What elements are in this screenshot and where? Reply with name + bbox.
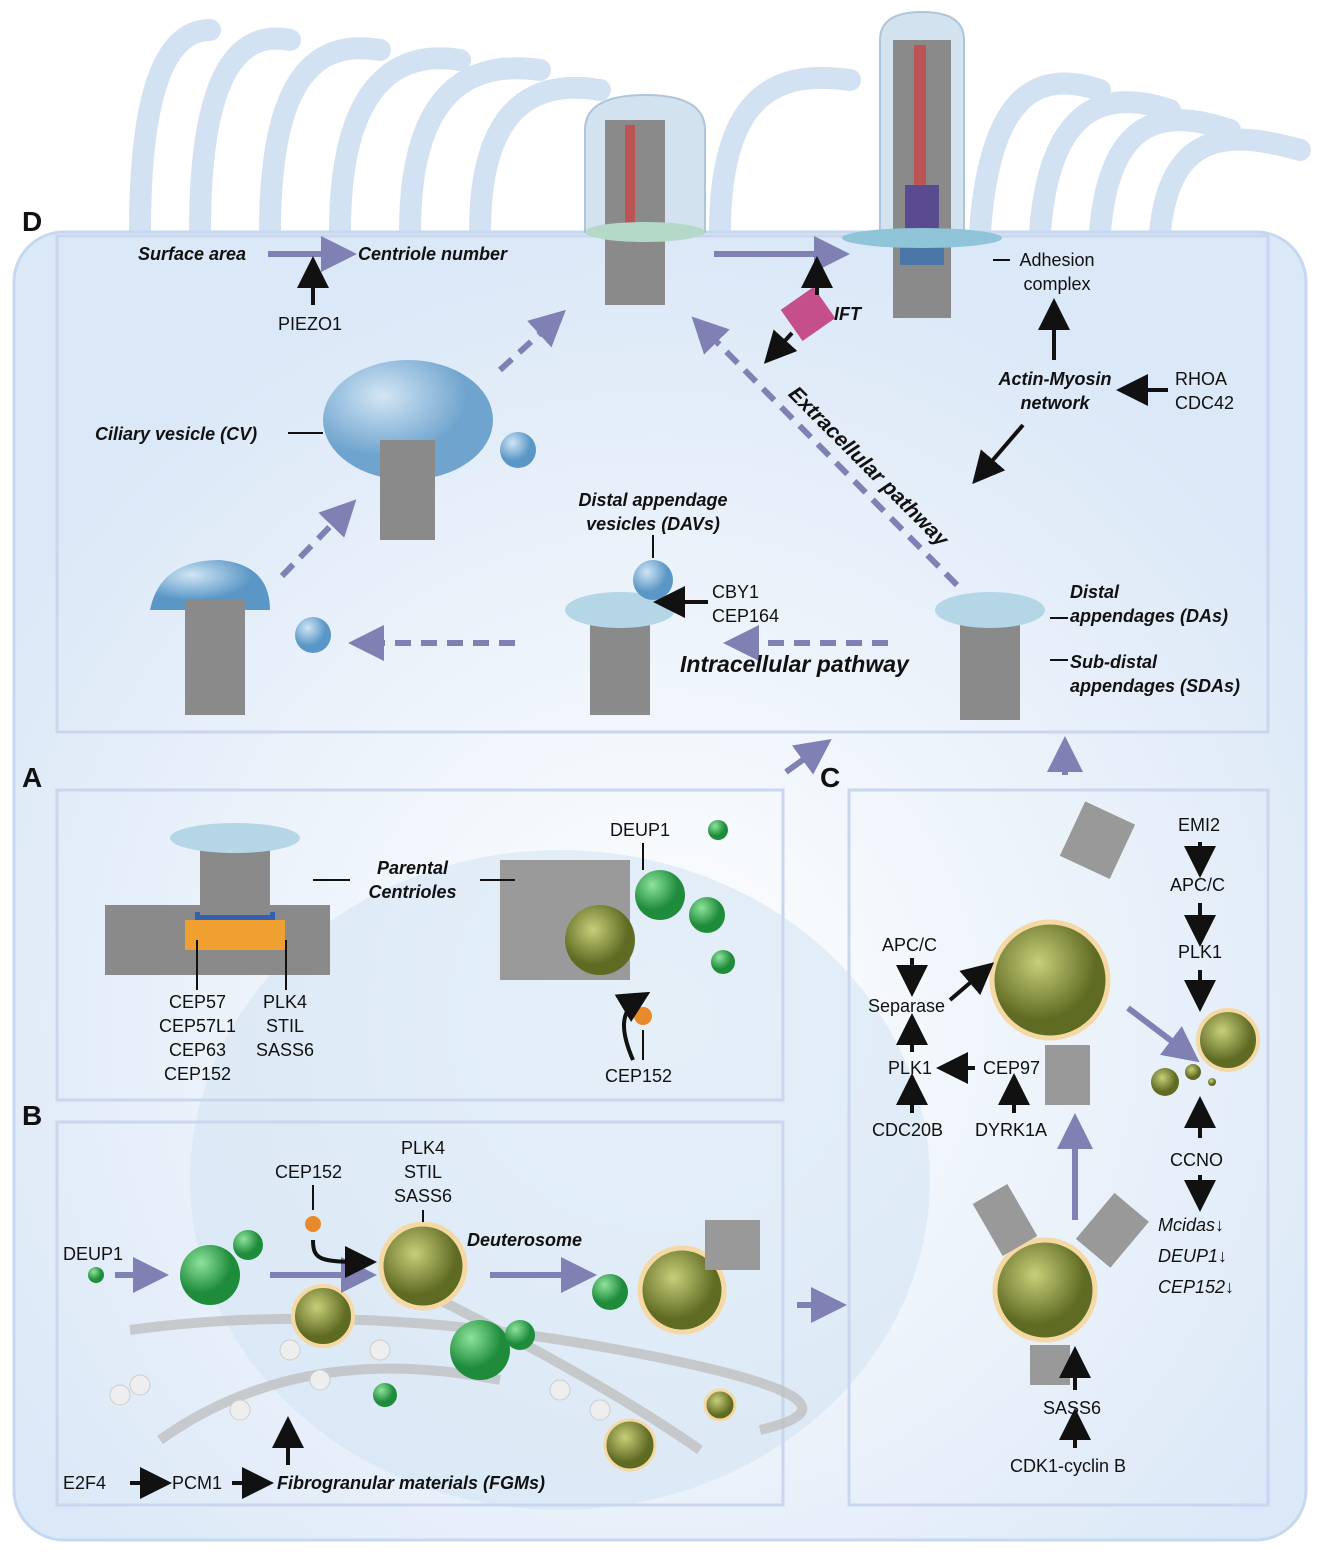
protein-label: CEP57L1: [158, 1016, 237, 1036]
davs-fused: [150, 560, 270, 610]
plk1-left-label: PLK1: [888, 1058, 933, 1078]
protein-label: CEP63: [168, 1040, 227, 1060]
das-line-2: appendages (DAs): [1070, 606, 1229, 626]
ccno-label: CCNO: [1170, 1150, 1223, 1170]
panel-label-c: C: [820, 762, 841, 793]
protein-label: CEP152: [163, 1064, 232, 1084]
adhesion-line-2: complex: [1023, 274, 1091, 294]
cep97-label: CEP97: [983, 1058, 1041, 1078]
cdc42-label: CDC42: [1175, 393, 1235, 413]
cep152-down-label: CEP152↓: [1158, 1277, 1235, 1297]
cep152-label-b: CEP152: [275, 1162, 343, 1182]
cep152-label-a: CEP152: [605, 1066, 673, 1086]
deup1-down-label: DEUP1↓: [1158, 1246, 1228, 1266]
cdc20b-label: CDC20B: [872, 1120, 944, 1140]
deuterosome-label: Deuterosome: [467, 1230, 583, 1250]
dyrk1a-label: DYRK1A: [975, 1120, 1048, 1140]
primary-cilium: [584, 93, 706, 305]
davs-line-1: Distal appendage: [578, 490, 728, 510]
actin-line-1: Actin-Myosin: [998, 369, 1112, 389]
protein-label: SASS6: [393, 1186, 453, 1206]
adhesion-line-1: Adhesion: [1019, 250, 1095, 270]
actin-myosin-label: Actin-Myosin network: [985, 367, 1125, 415]
emi2-label: EMI2: [1178, 815, 1221, 835]
parental-line-2: Centrioles: [368, 882, 457, 902]
ciliary-vesicle-label: Ciliary vesicle (CV): [95, 424, 258, 444]
cep164-label: CEP164: [712, 606, 780, 626]
protein-label: SASS6: [255, 1040, 315, 1060]
rhoa-label: RHOA: [1175, 369, 1228, 389]
davs-line-2: vesicles (DAVs): [586, 514, 720, 534]
panel-label-b: B: [22, 1100, 43, 1131]
davs-label: Distal appendage vesicles (DAVs): [553, 488, 753, 536]
apcc-right-label: APC/C: [1170, 875, 1226, 895]
deuterosome: [378, 1221, 468, 1311]
leader-lines: [196, 259, 1068, 1222]
centriole-number-label: Centriole number: [358, 244, 508, 264]
protein-label: STIL: [403, 1162, 442, 1182]
cby1-label: CBY1: [712, 582, 760, 602]
deup1-label-a: DEUP1: [610, 820, 671, 840]
sdas-line-2: appendages (SDAs): [1070, 676, 1241, 696]
surface-area-label: Surface area: [138, 244, 247, 264]
ift-label: IFT: [834, 304, 861, 324]
mcidas-down-label: Mcidas↓: [1158, 1215, 1225, 1235]
e2f4-label: E2F4: [63, 1473, 107, 1493]
motile-cilium: [842, 10, 1002, 318]
protein-label: PLK4: [400, 1138, 446, 1158]
ift-train-icon: [780, 286, 836, 342]
parental-line-1: Parental: [376, 858, 449, 878]
panel-label-a: A: [22, 762, 43, 793]
das-label: Distal appendages (DAs): [1070, 580, 1228, 628]
downregulated-list: Mcidas↓ DEUP1↓ CEP152↓: [1158, 1210, 1234, 1303]
separase-label: Separase: [868, 996, 946, 1016]
fgms-label: Fibrogranular materials (FGMs): [277, 1473, 546, 1493]
deup1-label-b: DEUP1: [63, 1244, 124, 1264]
panel-label-d: D: [22, 206, 43, 237]
sass6-label: SASS6: [1043, 1398, 1102, 1418]
actin-line-2: network: [1020, 393, 1090, 413]
das-line-1: Distal: [1070, 582, 1120, 602]
protein-label: PLK4: [262, 992, 308, 1012]
sdas-line-1: Sub-distal: [1070, 652, 1158, 672]
intracellular-pathway-label: Intracellular pathway: [680, 651, 909, 677]
ciliary-vesicle: [323, 360, 493, 480]
cdk1-cyclin-b-label: CDK1-cyclin B: [1010, 1456, 1127, 1476]
fgm-granules: [109, 1339, 611, 1421]
sdas-label: Sub-distal appendages (SDAs): [1070, 650, 1240, 698]
plk1-right-label: PLK1: [1178, 942, 1223, 962]
rhoa-cdc42-label: RHOA CDC42: [1175, 367, 1234, 415]
piezo1-label: PIEZO1: [278, 314, 343, 334]
protein-label: CEP57: [168, 992, 227, 1012]
cilia-background: [129, 19, 1311, 243]
pcm1-label: PCM1: [172, 1473, 223, 1493]
adhesion-complex-label: Adhesion complex: [1012, 248, 1102, 296]
apcc-left-label: APC/C: [882, 935, 938, 955]
protein-label: STIL: [265, 1016, 304, 1036]
